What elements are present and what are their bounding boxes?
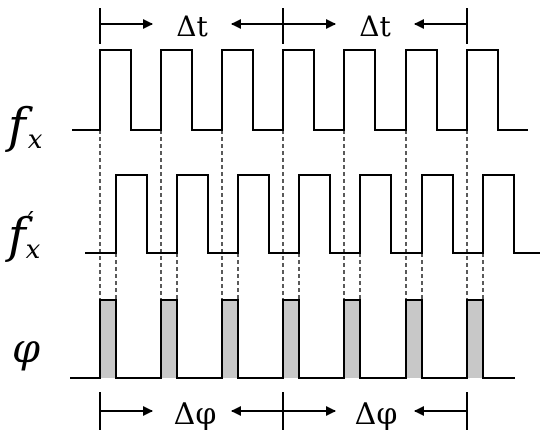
fx-prime-waveform [85, 174, 540, 254]
phase-fill-block [161, 300, 177, 378]
fx-label: fx [5, 98, 43, 155]
alignment-dashes [99, 130, 484, 300]
phase-fill-block [283, 300, 299, 378]
phi-waveform [70, 299, 515, 379]
fx-prime-label: f′x [5, 207, 41, 265]
phase-fill-block [467, 300, 483, 378]
phase-fill-block [344, 300, 360, 378]
delta-t-label-1: Δt [176, 10, 208, 43]
delta-phi-label-1: Δφ [174, 397, 217, 432]
phase-difference-fills [100, 300, 483, 378]
delta-phi-label-2: Δφ [355, 397, 398, 432]
phi-label: φ [12, 326, 40, 372]
delta-t-dimension [99, 8, 468, 44]
phase-fill-block [100, 300, 116, 378]
delta-t-label-2: Δt [359, 10, 391, 43]
fx-waveform [72, 49, 528, 131]
phase-fill-block [406, 300, 422, 378]
delta-phi-dimension [99, 392, 468, 430]
phase-fill-block [222, 300, 238, 378]
